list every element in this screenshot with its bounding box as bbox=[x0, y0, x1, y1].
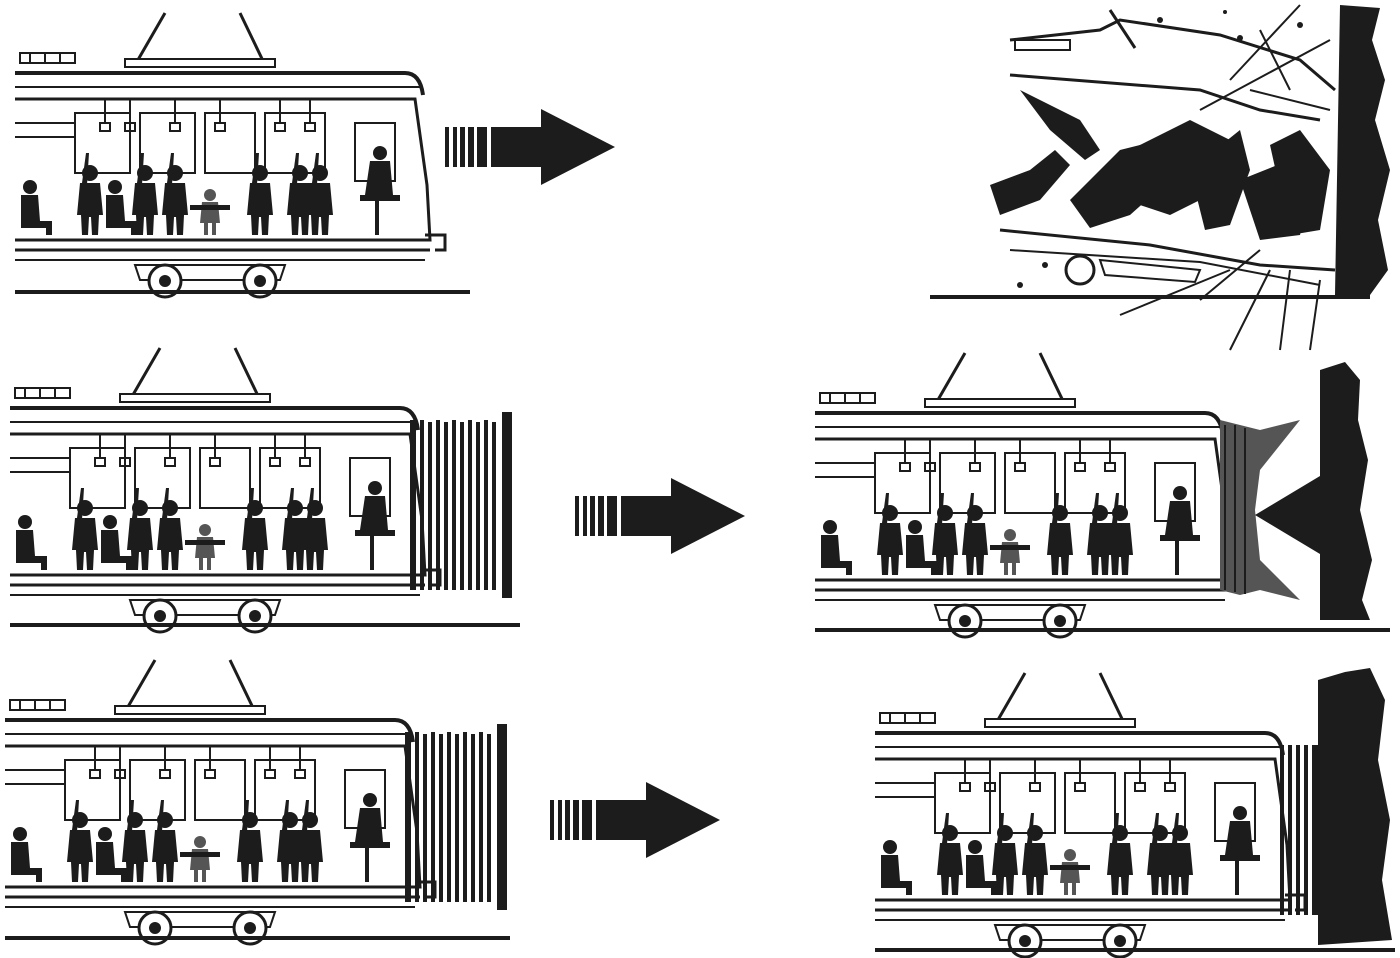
row-2-tram-with-buffer bbox=[10, 348, 520, 632]
row-3-motion-arrow bbox=[550, 782, 720, 858]
row-1-crash-scene bbox=[930, 4, 1390, 351]
row-3-compressed-scene bbox=[875, 668, 1395, 957]
row-1-motion-arrow bbox=[445, 109, 615, 185]
row-3-tram-with-buffer bbox=[5, 660, 510, 944]
row-1-tram-moving bbox=[15, 13, 470, 297]
row-2-motion-arrow bbox=[575, 478, 745, 554]
row-2-impact-scene bbox=[815, 353, 1390, 637]
